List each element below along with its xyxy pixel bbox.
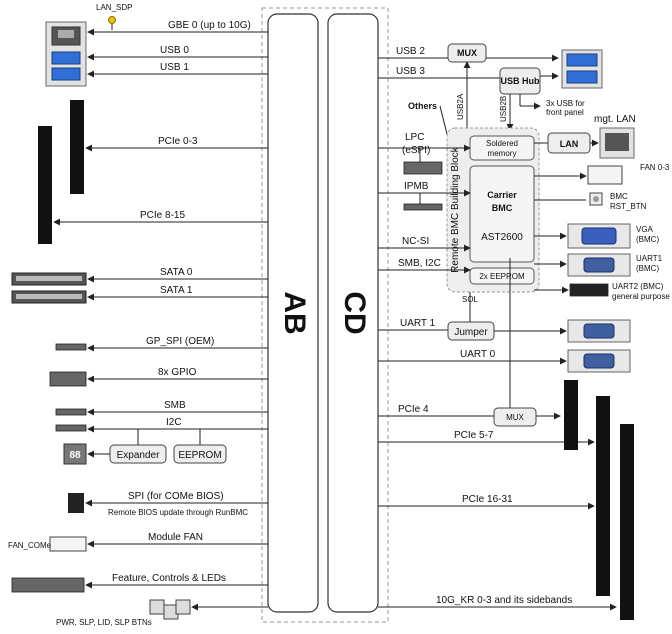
pcie4-label: PCIe 4	[398, 404, 429, 415]
usb2a-label: USB2A	[456, 93, 465, 120]
feature-header-icon	[11, 577, 85, 593]
front-usb-line1: 3x USB for	[546, 99, 585, 108]
gpspi-header-icon	[55, 343, 87, 351]
lan-sdp-label: LAN_SDP	[96, 3, 132, 12]
mgt-lan-label: mgt. LAN	[594, 114, 636, 125]
features-label: Feature, Controls & LEDs	[112, 573, 226, 584]
lpc-label: LPC	[405, 132, 424, 143]
vga-line2: (BMC)	[636, 235, 659, 244]
pcie-x16-slot-icon	[596, 396, 610, 596]
carrier-line2: BMC	[492, 203, 513, 213]
connector-cd-label: CD	[338, 291, 371, 334]
module-fan-label: Module FAN	[148, 532, 203, 543]
pcie-x16-slot-2-icon	[620, 424, 634, 620]
front-usb-line2: front panel	[546, 108, 584, 117]
buttons-label: PWR, SLP, LID, SLP BTNs	[56, 618, 152, 627]
soldered-line2: memory	[488, 149, 517, 158]
carrier-line1: Carrier	[487, 190, 517, 200]
soldered-line1: Soldered	[486, 139, 518, 148]
bmc-rst-line1: BMC	[610, 192, 628, 201]
eeprom-2x-box	[469, 267, 535, 285]
fan03-label: FAN 0-3	[640, 163, 670, 172]
pcie-x4-slot-icon	[70, 100, 84, 194]
gpio-label: 8x GPIO	[158, 367, 197, 378]
pcie57-label: PCIe 5-7	[454, 430, 494, 441]
eeprom2x-label: 2x EEPROM	[479, 272, 525, 281]
uart1-line1: UART1	[636, 254, 663, 263]
gpspi-label: GP_SPI (OEM)	[146, 336, 214, 347]
fan03-connector-icon	[587, 165, 623, 185]
expander-label: Expander	[117, 450, 160, 461]
spi-flash-icon	[68, 493, 84, 513]
eeprom-label: EEPROM	[178, 450, 221, 461]
ipmb-label: IPMB	[404, 181, 429, 192]
sata1-label: SATA 1	[160, 285, 193, 296]
seven-segment-text: 88	[69, 450, 81, 461]
gpio-header-icon	[49, 371, 87, 387]
ast-label: AST2600	[481, 232, 523, 243]
come-module-outline	[261, 7, 389, 623]
gbe0-label: GBE 0 (up to 10G)	[168, 20, 251, 31]
button-icon	[175, 599, 191, 615]
pcie4-slot-icon	[564, 380, 578, 450]
usb-mux-label: MUX	[457, 48, 477, 58]
kr-label: 10G_KR 0-3 and its sidebands	[436, 595, 572, 606]
fan-come-connector-icon	[49, 536, 87, 552]
connector-cd	[327, 13, 379, 613]
spi-label: SPI (for COMe BIOS)	[128, 491, 224, 502]
smb-i2c-label: SMB, I2C	[398, 258, 441, 269]
seven-segment-display-icon	[63, 443, 87, 465]
bmc-rst-line2: RST_BTN	[610, 202, 647, 211]
vga-line1: VGA	[636, 225, 654, 234]
usb-hub-label: USB Hub	[501, 76, 540, 86]
lan-sdp-led-icon	[108, 16, 116, 24]
i2c-header-icon	[55, 424, 87, 432]
pcie-mux-box	[493, 407, 537, 427]
pcie-x8-slot-icon	[38, 126, 52, 244]
sata0-label: SATA 0	[160, 267, 193, 278]
button-icon	[149, 599, 165, 615]
uart2-line1: UART2 (BMC)	[612, 282, 664, 291]
uart2-header-icon	[569, 283, 609, 297]
uart0-label: UART 0	[460, 349, 496, 360]
connector-ab-label: AB	[278, 291, 311, 334]
uart1-signal-label: UART 1	[400, 318, 436, 329]
lpc-header-icon	[403, 161, 443, 175]
pcie1631-label: PCIe 16-31	[462, 494, 513, 505]
pcie815-label: PCIe 8-15	[140, 210, 185, 221]
uart2-line2: general purpose	[612, 292, 670, 301]
usb0-port-icon	[51, 51, 81, 65]
pcie03-label: PCIe 0-3	[158, 136, 198, 147]
ipmb-header-icon	[403, 203, 443, 211]
usb3-label: USB 3	[396, 66, 425, 77]
usb2b-label: USB2B	[499, 96, 508, 122]
ncsi-label: NC-SI	[402, 236, 429, 247]
espi-label: (eSPI)	[402, 145, 430, 156]
smb-header-icon	[55, 408, 87, 416]
connector-ab	[267, 13, 319, 613]
others-label: Others	[408, 101, 437, 111]
usb1-label: USB 1	[160, 62, 189, 73]
usb0-label: USB 0	[160, 45, 189, 56]
jumper-label: Jumper	[454, 327, 488, 338]
bmc-block-label: Remote BMC Building Block	[450, 146, 461, 273]
carrier-bmc-box	[469, 165, 535, 263]
usb2-label: USB 2	[396, 46, 425, 57]
pcie-mux-label: MUX	[506, 413, 524, 422]
i2c-label: I2C	[166, 417, 182, 428]
spi-note: Remote BIOS update through RunBMC	[108, 508, 248, 517]
lan-label: LAN	[560, 139, 579, 149]
smb-label: SMB	[164, 400, 186, 411]
usb1-port-icon	[51, 67, 81, 81]
eeprom-box	[173, 444, 227, 464]
sol-label: SOL	[462, 295, 479, 304]
fan-come-label: FAN_COMe	[8, 541, 52, 550]
uart1-line2: (BMC)	[636, 264, 659, 273]
